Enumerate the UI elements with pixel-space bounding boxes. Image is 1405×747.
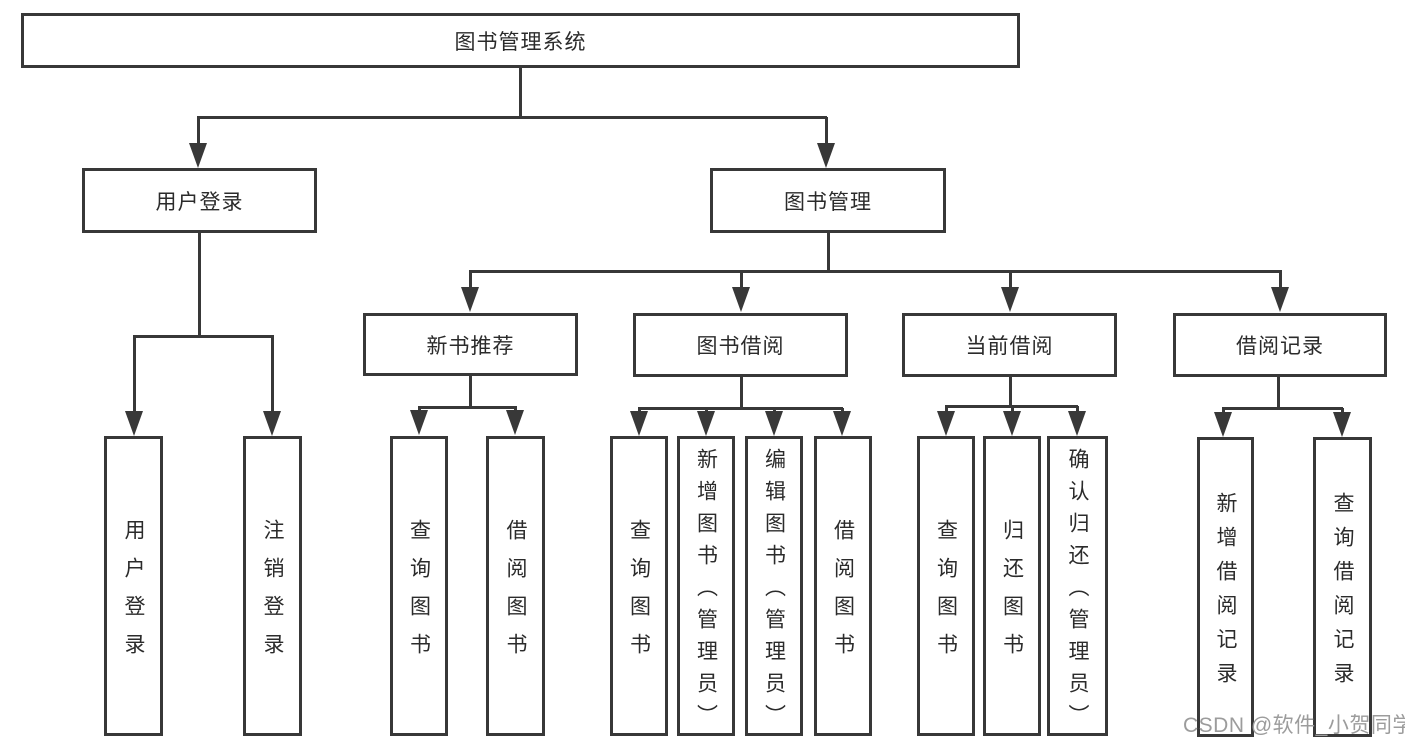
leaf-borrow-books-borrow: 借阅图书	[814, 436, 872, 736]
arrow-down-icon	[506, 410, 524, 435]
arrow-down-icon	[817, 143, 835, 168]
leaf-return-books: 归还图书	[983, 436, 1041, 736]
connector-vline	[1276, 377, 1280, 409]
connector-vline	[944, 406, 948, 412]
connector-hline	[196, 115, 827, 119]
node-label: 新增图书（管理员）	[694, 447, 718, 736]
arrow-down-icon	[732, 287, 750, 312]
connector-vline	[1008, 377, 1012, 407]
connector-vline	[840, 408, 844, 413]
node-label: 查询借阅记录	[1331, 491, 1354, 696]
connector-hline	[132, 334, 274, 338]
connector-vline	[824, 117, 828, 145]
arrow-down-icon	[697, 411, 715, 436]
node-label: 新书推荐	[426, 334, 515, 358]
connector-vline	[1010, 406, 1014, 412]
arrow-down-icon	[1001, 287, 1019, 312]
node-current-borrow: 当前借阅	[902, 313, 1117, 377]
arrow-down-icon	[263, 411, 281, 436]
leaf-edit-book-admin: 编辑图书（管理员）	[745, 436, 803, 736]
leaf-add-borrow-record: 新增借阅记录	[1197, 437, 1254, 737]
leaf-user-login: 用户登录	[104, 436, 163, 736]
node-label: 借阅图书	[831, 518, 855, 671]
arrow-down-icon	[1333, 412, 1351, 437]
csdn-watermark: CSDN @软件_小贺同学	[1183, 714, 1405, 737]
connector-vline	[772, 408, 776, 413]
node-label: 借阅图书	[504, 518, 527, 671]
node-user-login: 用户登录	[82, 168, 317, 233]
leaf-query-books-borrow: 查询图书	[610, 436, 668, 736]
connector-vline	[826, 233, 830, 273]
connector-vline	[637, 408, 641, 413]
arrow-down-icon	[125, 411, 143, 436]
connector-vline	[1008, 271, 1012, 289]
node-label: 归还图书	[1000, 518, 1024, 671]
arrow-down-icon	[1214, 412, 1232, 437]
connector-vline	[270, 336, 274, 413]
connector-vline	[1075, 406, 1079, 412]
node-label: 新增借阅记录	[1214, 491, 1237, 696]
node-label: 确认归还（管理员）	[1066, 447, 1089, 736]
leaf-add-book-admin: 新增图书（管理员）	[677, 436, 735, 736]
node-label: 用户登录	[122, 518, 145, 671]
connector-hline	[417, 405, 517, 409]
arrow-down-icon	[189, 143, 207, 168]
connector-vline	[1221, 408, 1225, 413]
leaf-query-books-recommend: 查询图书	[390, 436, 448, 736]
connector-hline	[1221, 406, 1343, 410]
node-borrow-records: 借阅记录	[1173, 313, 1387, 377]
leaf-logout: 注销登录	[243, 436, 302, 736]
node-label: 查询图书	[627, 518, 651, 671]
arrow-down-icon	[765, 411, 783, 436]
connector-vline	[197, 233, 201, 337]
node-label: 当前借阅	[965, 335, 1054, 358]
arrow-down-icon	[461, 287, 479, 312]
node-label: 注销登录	[261, 518, 284, 671]
leaf-query-borrow-record: 查询借阅记录	[1313, 437, 1372, 737]
connector-hline	[637, 406, 843, 410]
leaf-query-books-current: 查询图书	[917, 436, 975, 736]
connector-vline	[1340, 408, 1344, 413]
connector-vline	[704, 408, 708, 413]
node-label: 编辑图书（管理员）	[762, 447, 786, 736]
node-new-book-recommend: 新书推荐	[363, 313, 578, 376]
connector-hline	[468, 269, 1282, 273]
connector-vline	[513, 407, 517, 412]
node-library-system: 图书管理系统	[21, 13, 1020, 68]
node-book-management: 图书管理	[710, 168, 946, 233]
node-label: 借阅记录	[1236, 335, 1324, 358]
connector-vline	[739, 271, 743, 289]
connector-vline	[468, 376, 472, 408]
arrow-down-icon	[1003, 411, 1021, 436]
connector-vline	[468, 271, 472, 289]
node-label: 图书借阅	[696, 335, 785, 358]
leaf-confirm-return-admin: 确认归还（管理员）	[1047, 436, 1108, 736]
arrow-down-icon	[1068, 411, 1086, 436]
node-book-borrow: 图书借阅	[633, 313, 848, 377]
node-label: 查询图书	[934, 518, 958, 671]
arrow-down-icon	[833, 411, 851, 436]
connector-vline	[739, 377, 743, 409]
connector-vline	[518, 68, 522, 119]
node-label: 用户登录	[155, 190, 244, 214]
connector-vline	[1278, 271, 1282, 289]
connector-vline	[417, 407, 421, 412]
arrow-down-icon	[937, 411, 955, 436]
arrow-down-icon	[630, 411, 648, 436]
connector-vline	[132, 336, 136, 413]
arrow-down-icon	[410, 410, 428, 435]
connector-vline	[196, 117, 200, 145]
arrow-down-icon	[1271, 287, 1289, 312]
node-label: 查询图书	[407, 518, 431, 671]
node-label: 图书管理	[784, 190, 872, 214]
leaf-borrow-books-recommend: 借阅图书	[486, 436, 545, 736]
node-label: 图书管理系统	[454, 30, 587, 54]
